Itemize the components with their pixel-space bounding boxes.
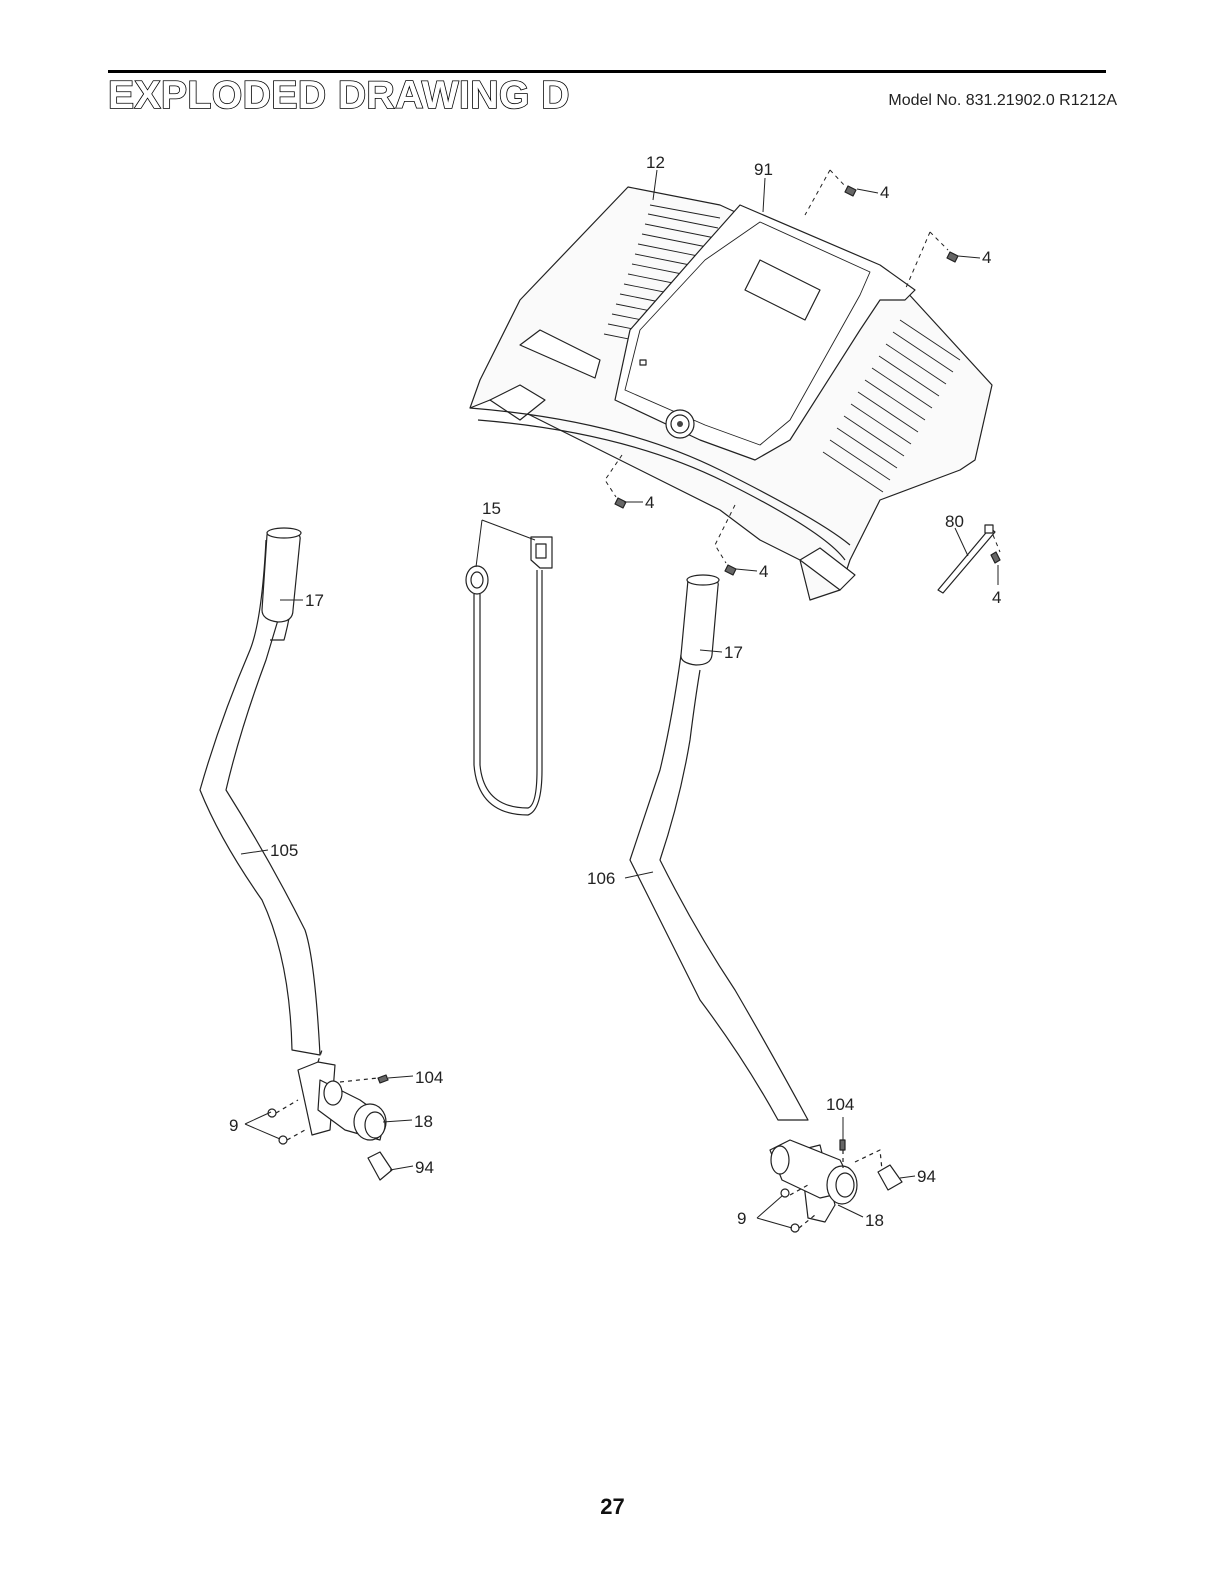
safety-key-and-clip [466,537,552,815]
callout-94: 94 [415,1158,434,1177]
wire-harness [938,525,995,593]
callout-9: 9 [229,1116,238,1135]
callout-104: 104 [826,1095,854,1114]
callout-4: 4 [759,562,768,581]
page-number: 27 [0,1494,1225,1520]
left-washers [268,1109,287,1144]
callout-17: 17 [724,643,743,662]
callout-91: 91 [754,160,773,179]
callout-94: 94 [917,1167,936,1186]
left-bracket-assembly [298,1062,392,1180]
callout-106: 106 [587,869,615,888]
callout-9: 9 [737,1209,746,1228]
left-hand-grip [262,528,301,622]
callout-4: 4 [645,493,654,512]
callout-17: 17 [305,591,324,610]
callout-4: 4 [992,588,1001,607]
callout-4: 4 [880,183,889,202]
callout-105: 105 [270,841,298,860]
callout-4: 4 [982,248,991,267]
callout-18: 18 [414,1112,433,1131]
callout-12: 12 [646,153,665,172]
right-bracket-assembly [770,1140,902,1222]
callout-15: 15 [482,499,501,518]
callout-18: 18 [865,1211,884,1230]
callout-104: 104 [415,1068,443,1087]
left-upright [200,540,320,1055]
right-upright [630,655,808,1120]
callout-80: 80 [945,512,964,531]
